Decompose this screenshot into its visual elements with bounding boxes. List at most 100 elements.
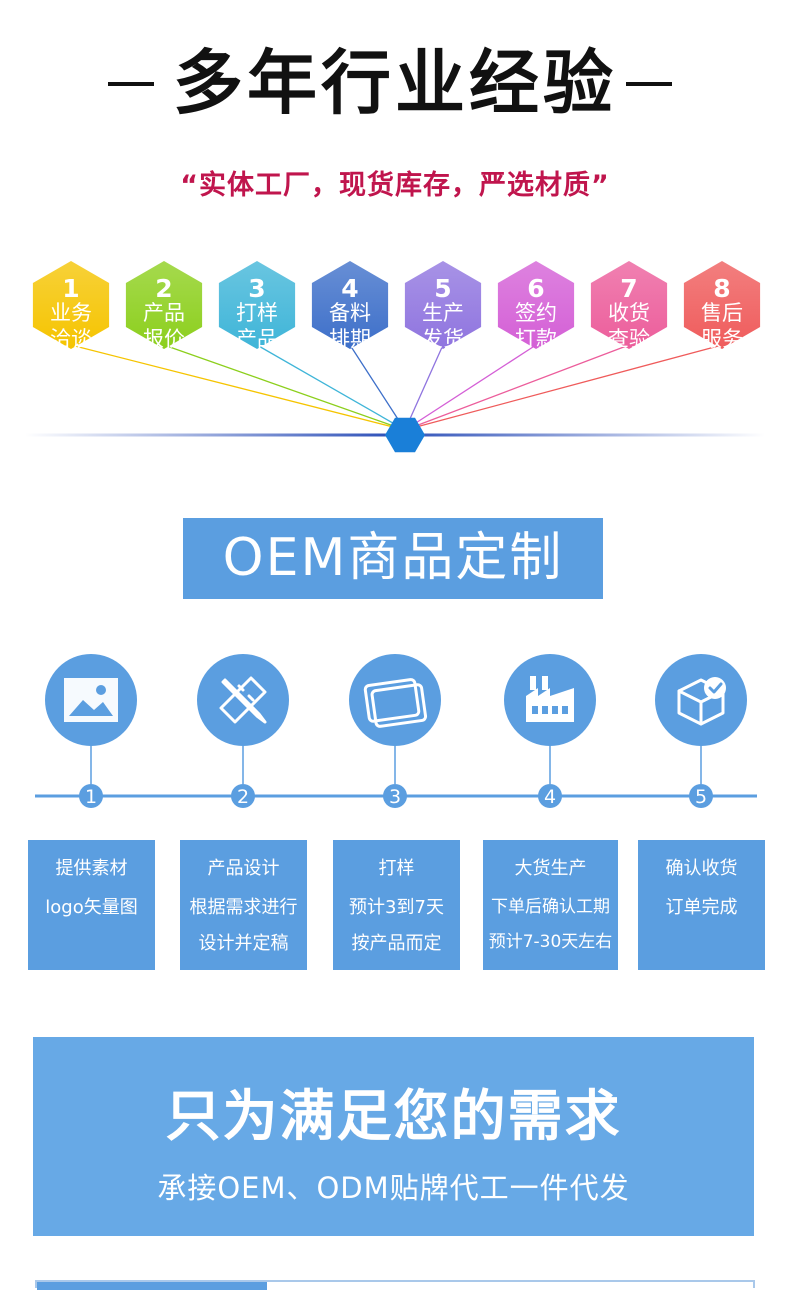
connector-line [256, 344, 406, 431]
step-desc: 订单完成 [665, 897, 738, 918]
connector-line [163, 344, 406, 431]
step-desc: 下单后确认工期 [491, 897, 610, 917]
step-number: 5 [695, 786, 707, 808]
step-box-4: 大货生产 下单后确认工期 预计7-30天左右 [483, 840, 618, 970]
step-number-badge [383, 784, 407, 808]
hexagon-shape [125, 261, 203, 349]
connector-line [70, 344, 406, 431]
step-label: 打样 [236, 301, 278, 325]
hexagon-shape [218, 261, 296, 349]
step-number: 1 [62, 274, 79, 303]
title-dash-right [626, 82, 672, 86]
step-label: 排期 [329, 327, 371, 351]
step-number: 3 [389, 786, 401, 808]
step-number: 2 [237, 786, 249, 808]
step-label: 售后 [701, 301, 743, 325]
step-label: 打款 [515, 327, 557, 351]
step-number: 5 [434, 274, 451, 303]
icon-circle [349, 654, 441, 746]
timeline-step-4: 4 [504, 654, 596, 808]
hexagon-shape [497, 261, 575, 349]
factory-icon [526, 676, 574, 722]
image-icon [64, 678, 118, 722]
box-check-icon [677, 677, 726, 726]
hexagon-shape [590, 261, 668, 349]
step-desc: 预计7-30天左右 [488, 932, 613, 952]
step-number-badge [689, 784, 713, 808]
step-label: 产品 [236, 327, 278, 351]
step-number: 3 [248, 274, 265, 303]
step-timeline: 1 2 3 4 5 [35, 654, 757, 808]
timeline-step-1: 1 [45, 654, 137, 808]
next-section-strip [35, 1280, 755, 1290]
step-box-2: 产品设计 根据需求进行 设计并定稿 [180, 840, 307, 970]
step-title: 打样 [378, 858, 415, 879]
step-title: 大货生产 [514, 858, 587, 879]
step-label: 备料 [329, 301, 371, 325]
hub-hexagon [385, 417, 425, 453]
step-box-1: 提供素材 logo矢量图 [28, 840, 155, 970]
step-label: 生产 [422, 301, 464, 325]
hexagon-shape [311, 261, 389, 349]
needs-title: 只为满足您的需求 [165, 1084, 622, 1148]
timeline-step-5: 5 [655, 654, 747, 808]
step-number: 7 [620, 274, 637, 303]
page-title: 多年行业经验 [173, 42, 617, 124]
needs-banner: 只为满足您的需求 承接OEM、ODM贴牌代工一件代发 [33, 1037, 754, 1236]
step-label: 查验 [608, 327, 650, 351]
step-label: 签约 [515, 301, 557, 325]
step-label: 业务 [50, 301, 92, 325]
connector-line [404, 344, 537, 431]
step-number: 4 [341, 274, 358, 303]
step-number-badge [79, 784, 103, 808]
step-title: 确认收货 [665, 858, 738, 879]
connector-line [404, 344, 723, 431]
step-number: 6 [527, 274, 544, 303]
step-box-3: 打样 预计3到7天 按产品而定 [333, 840, 460, 970]
step-desc: 预计3到7天 [349, 897, 444, 918]
title-dash-left [108, 82, 154, 86]
step-label: 收货 [608, 301, 650, 325]
design-tools-icon [219, 676, 267, 724]
connector-line [404, 344, 630, 431]
cards-icon [363, 678, 428, 728]
step-title: 产品设计 [207, 858, 280, 879]
step-label: 报价 [143, 327, 185, 351]
timeline-step-2: 2 [197, 654, 289, 808]
hexagon-shape [404, 261, 482, 349]
needs-subtitle: 承接OEM、ODM贴牌代工一件代发 [157, 1171, 630, 1205]
step-box-5: 确认收货 订单完成 [638, 840, 765, 970]
step-desc: logo矢量图 [45, 897, 138, 918]
step-number-badge [538, 784, 562, 808]
step-desc: 根据需求进行 [189, 897, 298, 918]
step-desc: 按产品而定 [351, 933, 442, 954]
title-row: 多年行业经验 [0, 38, 790, 128]
step-label: 发货 [422, 327, 464, 351]
timeline-step-3: 3 [349, 654, 441, 808]
hexagon-shape [32, 261, 110, 349]
step-number: 4 [544, 786, 556, 808]
connector-line [404, 344, 444, 431]
step-label: 产品 [143, 301, 185, 325]
icon-circle [655, 654, 747, 746]
page-subtitle: “实体工厂，现货库存，严选材质” [180, 170, 610, 201]
hexagon-shape [683, 261, 761, 349]
step-number: 8 [713, 274, 730, 303]
next-section-strip-fill [37, 1282, 267, 1290]
step-label: 洽谈 [50, 327, 92, 351]
step-label: 服务 [701, 327, 743, 351]
step-number: 1 [85, 786, 97, 808]
step-number: 2 [155, 274, 172, 303]
oem-banner: OEM商品定制 [183, 518, 603, 599]
step-desc: 设计并定稿 [198, 933, 289, 954]
step-number-badge [231, 784, 255, 808]
